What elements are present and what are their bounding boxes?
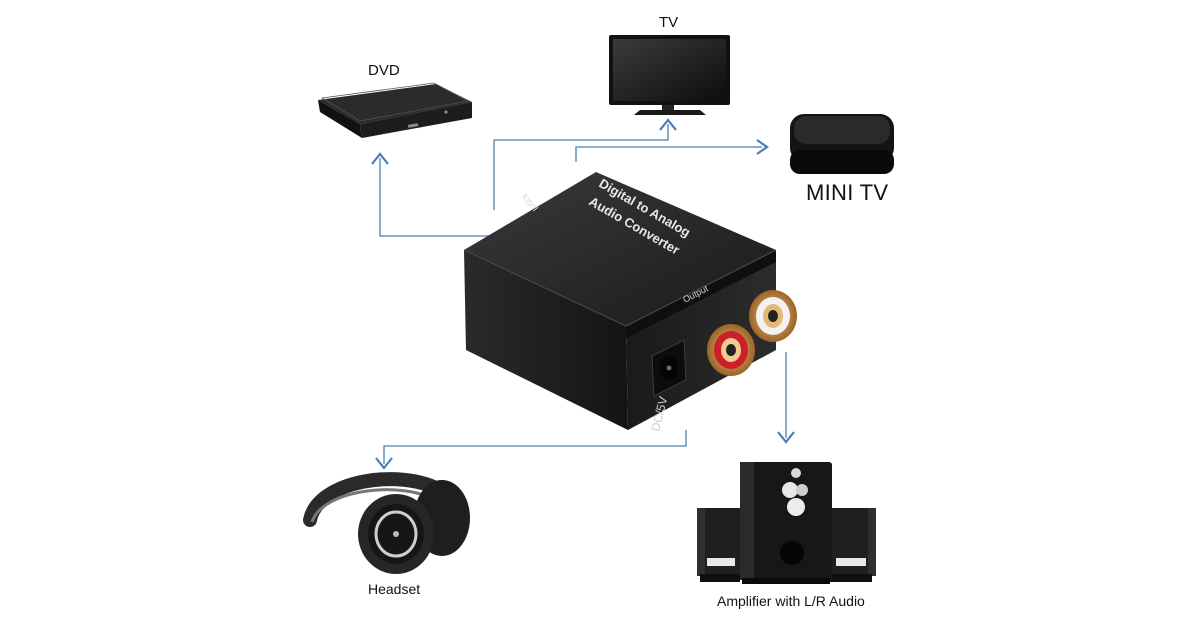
- dvd-player: [318, 82, 472, 138]
- connector-lines: [371, 118, 795, 470]
- arrow-headset: [375, 457, 393, 470]
- mini-tv-box: [790, 114, 894, 174]
- headset: [303, 472, 470, 574]
- converter-box: Digital to Analog Audio Converter Input …: [463, 172, 797, 433]
- dc-jack: [651, 339, 687, 397]
- converter-input-label: Input: [520, 191, 541, 213]
- rca-white-jack: [749, 290, 797, 342]
- dvd-label: DVD: [368, 62, 400, 79]
- amplifier-label: Amplifier with L/R Audio: [717, 593, 865, 609]
- line-to-tv: [493, 124, 669, 210]
- arrow-tv: [659, 118, 677, 131]
- mini-tv-label: MINI TV: [806, 180, 889, 205]
- line-to-headset: [383, 430, 687, 464]
- rca-red-jack: [707, 324, 755, 376]
- arrow-minitv: [756, 139, 769, 155]
- amplifier-speakers: [697, 462, 876, 584]
- tv-set: [609, 35, 730, 115]
- line-to-minitv: [575, 146, 762, 162]
- arrow-amplifier: [777, 431, 795, 444]
- line-to-dvd: [379, 158, 500, 237]
- headset-label: Headset: [368, 581, 421, 597]
- tv-label: TV: [659, 14, 679, 31]
- arrow-dvd: [371, 152, 389, 165]
